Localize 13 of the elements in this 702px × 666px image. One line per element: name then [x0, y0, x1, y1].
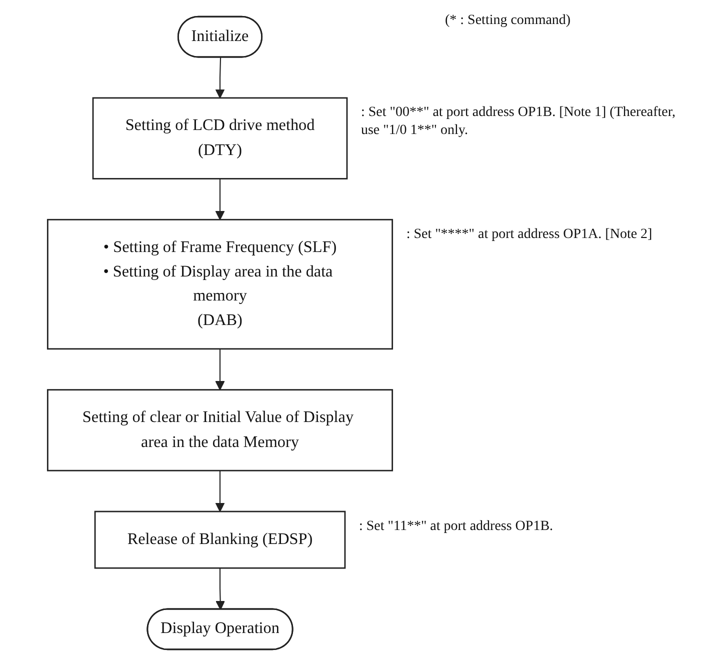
node-box: [46, 389, 394, 472]
node-box: [46, 218, 394, 350]
node-box: [94, 510, 346, 569]
arrow: [215, 470, 225, 512]
note-text: (* : Setting command): [445, 12, 572, 30]
arrow: [216, 568, 226, 610]
arrow: [215, 348, 225, 390]
annotation-text: : Set "11**" at port address OP1B.: [358, 518, 554, 536]
annotation-text: : Set "****" at port address OP1A. [Note 2]: [406, 226, 654, 244]
node-box: [92, 97, 348, 180]
annotation-text: : Set "00**" at port address OP1B. [Note 1] (Thereafter, use "1/0 1**" only.: [360, 104, 676, 140]
arrow: [215, 58, 225, 98]
arrow: [215, 178, 225, 220]
